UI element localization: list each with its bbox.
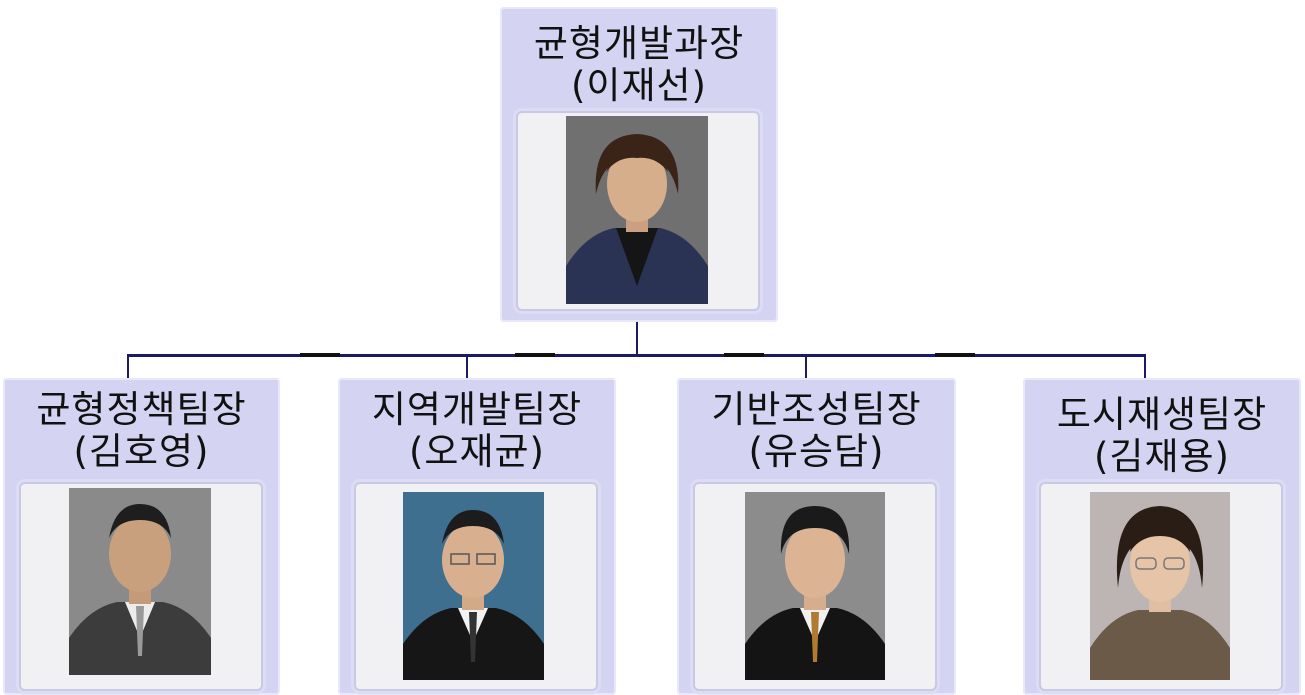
team-photo: [1090, 492, 1230, 680]
manager-photo: [566, 116, 708, 304]
team-title: 균형정책팀장: [36, 388, 247, 431]
connector-horizontal: [127, 354, 1146, 357]
team-photo: [403, 492, 544, 680]
team-title: 지역개발팀장: [371, 388, 583, 431]
team-title: 도시재생팀장: [1056, 393, 1268, 436]
team-leader-name: (김호영): [73, 430, 210, 473]
connector-team-3: [805, 354, 807, 380]
team-card-3: 기반조성팀장 (유승담): [677, 378, 956, 695]
team-title: 기반조성팀장: [711, 388, 922, 431]
team-card-4: 도시재생팀장 (김재용): [1023, 378, 1301, 695]
manager-title: 균형개발과장: [533, 22, 745, 65]
connector-team-2: [466, 354, 468, 380]
team-card-1: 균형정책팀장 (김호영): [3, 378, 280, 695]
connector-segment: [515, 353, 555, 357]
connector-segment: [935, 353, 975, 357]
team-leader-name: (오재균): [409, 430, 545, 473]
team-card-2: 지역개발팀장 (오재균): [338, 378, 616, 695]
connector-team-4: [1144, 354, 1146, 380]
team-photo: [69, 488, 211, 675]
team-leader-name: (유승담): [748, 430, 885, 473]
manager-name: (이재선): [571, 64, 707, 107]
team-leader-name: (김재용): [1094, 435, 1230, 478]
connector-segment: [300, 353, 340, 357]
connector-manager-down: [636, 322, 638, 356]
team-photo: [745, 492, 885, 680]
connector-segment: [724, 353, 764, 357]
connector-team-1: [127, 354, 129, 380]
manager-card: 균형개발과장 (이재선): [500, 7, 778, 322]
